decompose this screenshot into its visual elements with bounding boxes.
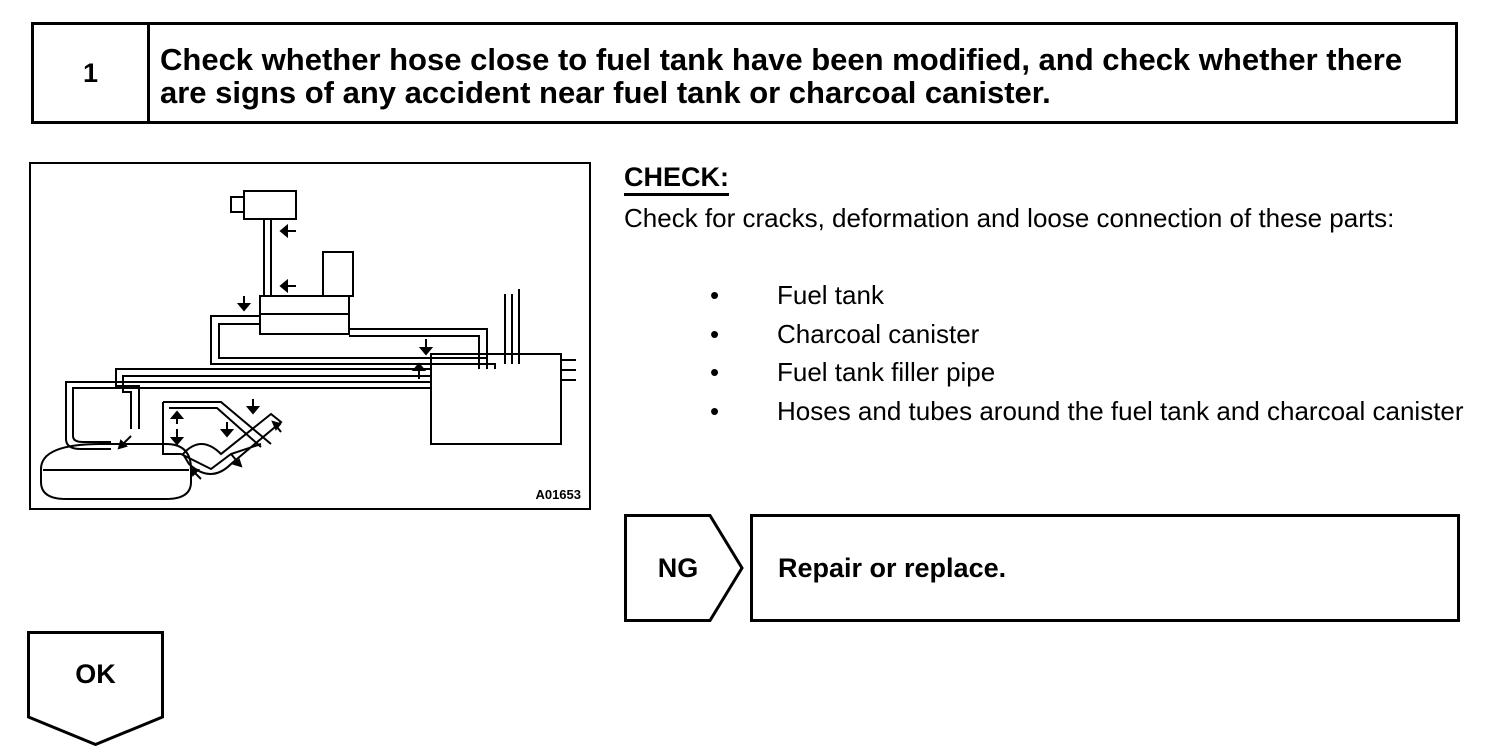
bullet-icon: • [710,357,720,387]
ok-label: OK [75,659,116,689]
ng-branch-marker: NG [624,514,744,622]
step-title: Check whether hose close to fuel tank ha… [160,42,1403,110]
fuel-system-diagram: A01653 [29,162,591,510]
check-heading: CHECK: [624,162,729,196]
charcoal-canister [259,251,354,335]
bullet-icon: • [710,395,720,426]
ok-arrow-shape [27,631,164,747]
diagram-drawing [40,190,576,500]
step-number: 1 [34,25,150,121]
list-item-text: Fuel tank [777,280,884,310]
parts-list: • Fuel tank • Charcoal canister • Fuel tank… [705,276,1465,430]
vertical-hose [263,219,272,296]
ng-label: NG [657,552,699,583]
filler-pipe [181,412,283,475]
inspection-arrows [117,223,434,480]
list-item-text: Fuel tank filler pipe [777,357,996,387]
fuel-tank-lower [40,443,192,500]
list-item-text: Hoses and tubes around the fuel tank and… [777,395,1464,426]
list-item: • Hoses and tubes around the fuel tank an… [705,392,1465,431]
bullet-icon: • [710,318,720,349]
ng-arrow-shape [624,514,744,622]
step-header: 1 Check whether hose close to fuel tank … [31,22,1458,124]
bullet-icon: • [710,280,720,310]
check-body: Check for cracks, deformation and loose … [624,203,1395,233]
list-item: • Fuel tank [705,276,1465,315]
list-item: • Fuel tank filler pipe [705,353,1465,392]
fuel-tank [430,289,576,445]
vsv-component [230,190,297,220]
ng-action-box: Repair or replace. [750,514,1460,622]
ng-action-text: Repair or replace. [778,552,1007,583]
list-item-text: Charcoal canister [777,318,980,349]
figure-code: A01653 [535,487,581,502]
list-item: • Charcoal canister [705,315,1465,354]
ok-branch-marker: OK [27,631,164,747]
